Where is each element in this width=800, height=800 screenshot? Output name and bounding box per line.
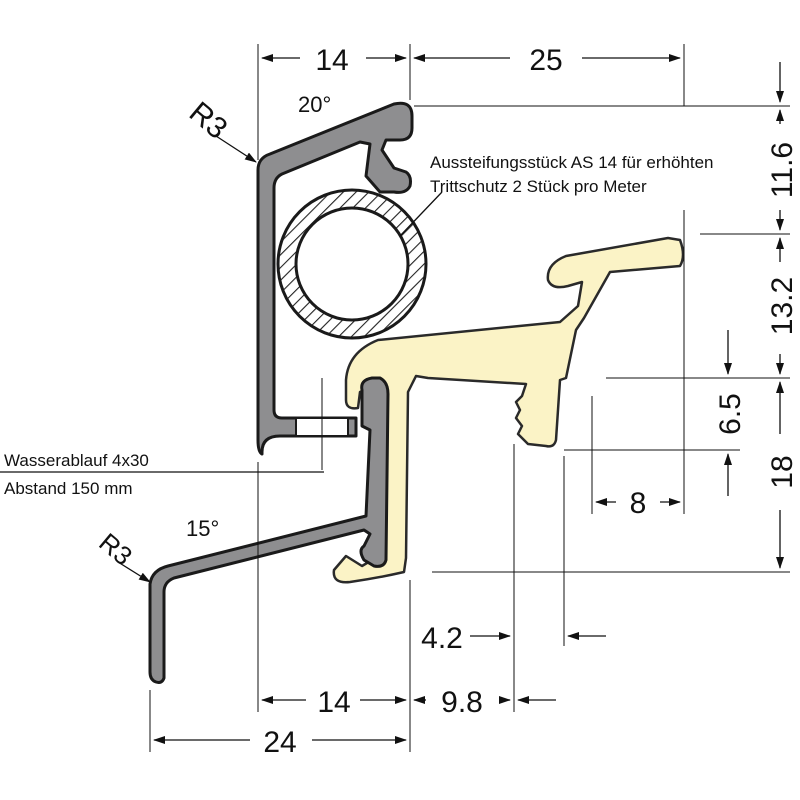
lower-metal-profile	[148, 376, 390, 684]
dim-label-top-25: 25	[529, 44, 562, 77]
dim-label-24: 24	[263, 726, 296, 759]
dim-label-6-5: 6.5	[714, 393, 747, 435]
stiffener-tube-bore	[294, 206, 410, 322]
dim-label-top-14: 14	[315, 44, 348, 77]
radius-label-bottom: R3	[93, 527, 138, 571]
stiffener-note-line1: Aussteifungsstück AS 14 für erhöhten	[430, 153, 714, 172]
drain-note-line1: Wasserablauf 4x30	[4, 451, 149, 470]
radius-leader-top	[215, 135, 257, 163]
dim-label-18: 18	[766, 455, 799, 488]
angle-label-top: 20°	[298, 92, 331, 117]
dim-label-11-6: 11.6	[766, 142, 799, 198]
dim-label-9-8: 9.8	[441, 686, 483, 719]
stiffener-note-line2: Trittschutz 2 Stück pro Meter	[430, 177, 647, 196]
dim-label-4-2: 4.2	[421, 622, 463, 655]
radius-label-top: R3	[183, 96, 234, 146]
dim-label-8: 8	[630, 487, 647, 520]
angle-label-bottom: 15°	[186, 516, 219, 541]
stiffener-leader	[399, 191, 443, 237]
dim-label-bottom-14: 14	[317, 686, 350, 719]
drain-note-line2: Abstand 150 mm	[4, 479, 133, 498]
upper-metal-profile	[256, 101, 414, 456]
radius-leader-bottom	[117, 561, 151, 583]
dim-label-13-2: 13.2	[766, 277, 799, 335]
